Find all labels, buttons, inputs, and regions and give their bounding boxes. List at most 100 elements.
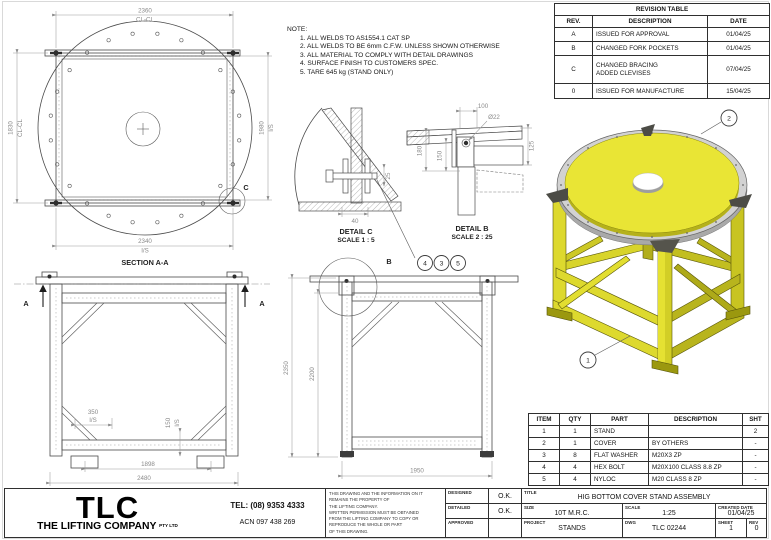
dim-150-sub: I/S [174,419,181,427]
dim-2340-sub: I/S [141,248,149,255]
svg-text:A: A [23,299,29,308]
qty-cell: 1 [560,438,590,449]
dim-25: 25 [385,172,392,179]
detail-b-title: DETAIL B [456,224,489,233]
dim-2360: 2360 [138,8,152,15]
detail-b-circle [318,257,378,317]
stand-top-frame [55,52,234,204]
sht-cell: 2 [743,426,768,437]
bolt-holes [48,31,242,225]
part-header: PART [591,414,648,425]
detail-b-scale: SCALE 2 : 25 [451,234,492,241]
project-cell: PROJECT STANDS [522,519,622,537]
company-acn: ACN 097 438 269 [239,518,296,526]
iso-right-leg [730,203,745,319]
created-date-cell: CREATED DATE 01/04/25 [716,504,766,518]
rev-cell: B [555,42,592,55]
title-block: TLC THE LIFTING COMPANY PTY LTD TEL: (08… [4,488,767,538]
disclaimer-line: THIS DRAWING AND THE INFORMATION ON IT [329,491,423,496]
section-aa-label: SECTION A-A [121,258,169,267]
sht-cell: - [743,462,768,473]
designed-label-cell: DESIGNED [446,489,488,503]
dim-40: 40 [352,218,359,225]
item-cell: 5 [529,474,559,485]
item-cell: 1 [529,426,559,437]
company-name-text: THE LIFTING COMPANY [37,520,157,532]
dwg-label: DWG [625,520,637,525]
disclaimer-cell: THIS DRAWING AND THE INFORMATION ON IT R… [326,489,445,537]
disclaimer-line: THE LIFTING COMPANY. [329,503,378,509]
rev-label: REV [749,520,759,525]
designed-value: O.K. [498,493,512,500]
approved-value-cell [489,519,521,537]
disclaimer-line: WRITTEN PERMISSION MUST BE OBTAINED [329,509,419,515]
front-corner-bracket [650,239,680,253]
company-name: THE LIFTING COMPANY PTY LTD [5,521,210,532]
front-left-foot [340,451,354,457]
top-lug [641,124,655,136]
date-cell: 15/04/25 [708,84,769,98]
company-logo: TLC [75,489,140,525]
rev-value: 0 [754,525,759,532]
dwg-number: TLC 02244 [651,525,687,532]
note-item: 4. SURFACE FINISH TO CUSTOMERS SPEC. [300,60,439,68]
detailed-value-cell: O.K. [489,504,521,518]
bolt-head [325,169,334,183]
sheet-cell: SHEET 1 [716,519,746,537]
detail-b-view: 100 Ø22 125 180 150 DETAIL B SCALE 2 : 2… [406,103,536,241]
company-phone: TEL: (08) 9353 4333 [230,500,305,510]
project-label: PROJECT [524,520,546,525]
description-cell: BY OTHERS [649,438,742,449]
created-date-value: 01/04/25 [727,510,755,517]
center-hole-plan [125,111,161,147]
balloon-2: 2 [727,116,731,123]
description-cell: M20 CLASS 8 ZP [649,474,742,485]
approved-label-cell: APPROVED [446,519,488,537]
part-cell: NYLOC [591,474,648,485]
qty-header: QTY [560,414,590,425]
top-beam [35,276,249,285]
sheet-value: 1 [729,525,733,532]
date-header: DATE [708,16,769,27]
part-cell: COVER [591,438,648,449]
section-dimensions: 350 I/S 150 I/S 1898 2480 [46,409,239,486]
detail-b-dimensions: 100 Ø22 125 180 150 [417,103,536,172]
dim-180: 180 [417,145,424,156]
item-cell: 3 [529,450,559,461]
stand-top-frame-inner [61,58,228,198]
desc-cell: CHANGED FORK POCKETS [593,42,707,55]
bottom-rail [61,439,227,451]
front-bottom-rail [351,436,483,450]
parts-table: ITEM QTY PART DESCRIPTION SHT 1 1 STAND … [528,413,769,486]
note-item: 3. ALL MATERIAL TO COMPLY WITH DETAIL DR… [300,51,474,59]
item-cell: 2 [529,438,559,449]
date-cell: 01/04/25 [708,42,769,55]
dim-2360-sub: CL-CL [136,17,154,24]
dim-2480: 2480 [137,475,151,482]
detailed-value: O.K. [498,508,512,515]
iso-left-leg [552,196,567,314]
hidden-rail [476,169,524,193]
cover-outline-circle [37,20,253,236]
balloon-4: 4 [423,261,427,268]
qty-cell: 4 [560,462,590,473]
left-corner-bracket [546,188,568,203]
left-foot [70,455,99,469]
front-elevation-view: B 2350 2200 1950 [283,257,519,479]
balloon-3: 3 [440,261,444,268]
desc-cell: ISSUED FOR APPROVAL [593,28,707,41]
side-rail [473,145,524,166]
note-item: 5. TARE 645 kg (STAND ONLY) [300,68,394,76]
dim-350: 350 [88,409,99,416]
balloon-5: 5 [456,261,460,268]
plan-view: C 2360 CL-CL 1830 CL-CL 1980 I/S [8,8,276,268]
company-suffix: PTY LTD [159,522,178,528]
corner-pins [50,50,239,206]
desc-line-1: CHANGED BRACING [596,61,658,69]
company-cell: TLC THE LIFTING COMPANY PTY LTD TEL: (08… [5,489,325,537]
notes-title: NOTE: [287,26,308,33]
dim-1830-sub: CL-CL [17,119,24,137]
right-foot [196,455,225,469]
